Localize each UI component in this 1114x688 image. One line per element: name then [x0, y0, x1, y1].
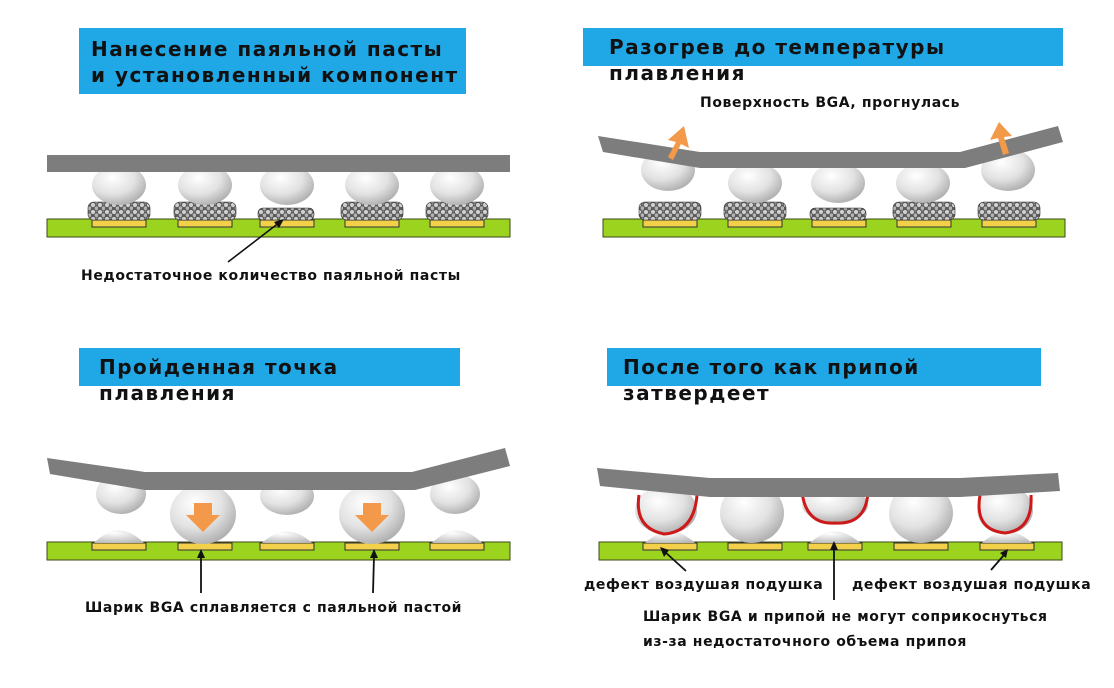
solder-balls	[92, 165, 484, 205]
solder-balls	[635, 483, 1033, 543]
warp-arrows	[668, 122, 1012, 160]
panel2-caption: Поверхность BGA, прогнулась	[700, 95, 961, 111]
pointer-arrows	[200, 555, 375, 594]
panel2-diagram	[598, 122, 1066, 238]
solder-paste-deposits	[638, 201, 1041, 221]
panel1-title-line1: Нанесение паяльной пасты	[91, 37, 444, 61]
panel4-caption-right: дефект воздушая подушка	[852, 577, 1092, 593]
pointer-arrow	[227, 221, 281, 263]
bga-package-warped	[47, 448, 510, 490]
melted-paste-caps	[94, 530, 482, 543]
panel4-diagram	[597, 468, 1063, 600]
bga-package-warped	[598, 126, 1063, 168]
panel1-diagram	[46, 155, 511, 263]
solder-balls	[641, 149, 1035, 203]
panel3-diagram	[46, 448, 511, 594]
panel4-caption-bottom-line2: из-за недостаточного объема припоя	[643, 634, 967, 650]
panel4-title: После того как припой затвердеет	[607, 348, 1041, 405]
panel4-caption-bottom-line1: Шарик BGA и припой не могут соприкоснуть…	[643, 609, 1048, 625]
pointer-arrows	[664, 547, 1005, 600]
panel1-title-line2: и установленный компонент	[91, 63, 459, 87]
bga-package-warped	[597, 468, 1060, 497]
panel3-caption: Шарик BGA сплавляется с паяльной пастой	[85, 600, 463, 616]
defect-outlines	[636, 491, 1033, 536]
solder-paste-deposits	[87, 201, 489, 221]
panel1-caption: Недостаточное количество паяльной пасты	[81, 268, 461, 284]
panel1-title: Нанесение паяльной пасты и установленный…	[79, 28, 466, 94]
panel2-title: Разогрев до температуры плавления	[583, 28, 1063, 85]
solder-caps	[645, 531, 1032, 543]
bga-package	[47, 155, 510, 172]
down-arrows	[186, 503, 389, 532]
panel3-title: Пройденная точка плавления	[79, 348, 460, 405]
panel4-caption-left: дефект воздушая подушка	[584, 577, 824, 593]
